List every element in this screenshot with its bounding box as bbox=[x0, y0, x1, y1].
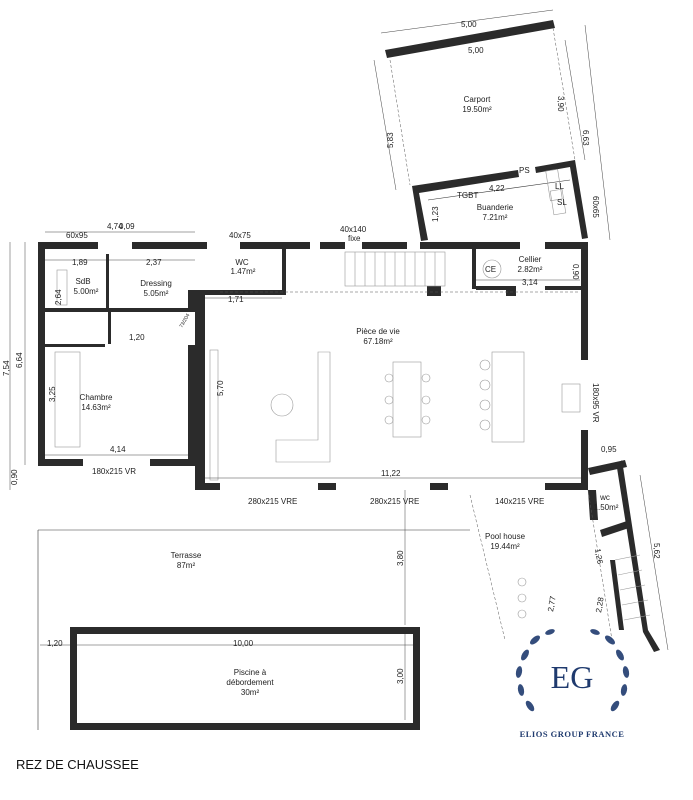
room-dressing-name: Dressing bbox=[140, 279, 172, 288]
dim-sdb-width: 1,89 bbox=[72, 258, 88, 267]
room-sdb-name: SdB bbox=[75, 277, 90, 286]
dim-window-40x75: 40x75 bbox=[229, 231, 251, 240]
room-labels: Carport 19.50m² Buanderie 7.21m² SdB 5.0… bbox=[74, 95, 619, 697]
house-walls bbox=[38, 242, 588, 490]
fixture-ps: PS bbox=[519, 166, 530, 175]
dim-cellier-width: 3,14 bbox=[522, 278, 538, 287]
room-piscine-name2: débordement bbox=[226, 678, 274, 687]
dim-pool-depth: 3,00 bbox=[396, 668, 405, 684]
room-chambre-area: 14.63m² bbox=[81, 403, 111, 412]
fixture-ce: CE bbox=[485, 265, 496, 274]
living-furniture bbox=[54, 259, 581, 481]
fixture-labels: TGBT PS LL SL CE bbox=[457, 166, 567, 274]
company-logo: EG ELIOS GROUP FRANCE bbox=[515, 629, 630, 739]
dim-living-width: 11,22 bbox=[381, 469, 401, 478]
room-living-area: 67.18m² bbox=[363, 337, 393, 346]
dim-pool-house-b: 2,28 bbox=[594, 596, 606, 613]
dim-carport-top-inner: 5,00 bbox=[468, 46, 484, 55]
room-carport-area: 19.50m² bbox=[462, 105, 492, 114]
dim-pool-house-a: 2,77 bbox=[546, 595, 558, 612]
dim-carport-right-outer: 6,63 bbox=[581, 130, 590, 146]
room-wc1-area: 1.47m² bbox=[231, 267, 256, 276]
room-cellier-area: 2.82m² bbox=[518, 265, 543, 274]
room-wc2-area: 1.50m² bbox=[594, 503, 619, 512]
dim-living-depth: 5,70 bbox=[216, 380, 225, 396]
dim-wc-width: 1,71 bbox=[228, 295, 244, 304]
dim-chambre-width: 4,14 bbox=[110, 445, 126, 454]
logo-company-name: ELIOS GROUP FRANCE bbox=[520, 729, 625, 739]
dim-left-inner: 6,64 bbox=[15, 352, 24, 368]
staircase bbox=[220, 251, 580, 293]
dim-carport-right-inner: 3,90 bbox=[556, 96, 565, 112]
dimension-labels: 5,00 5,00 3,90 6,63 5,83 4,22 1,23 60x65… bbox=[2, 20, 661, 684]
carport-structure bbox=[373, 9, 611, 241]
dim-door-width: 73/204 bbox=[179, 313, 192, 329]
fixture-ll: LL bbox=[555, 182, 564, 191]
room-cellier-name: Cellier bbox=[519, 255, 542, 264]
room-dressing-area: 5.05m² bbox=[144, 289, 169, 298]
dim-window-60x65: 60x65 bbox=[591, 196, 600, 218]
dim-top-left-width2: 0,09 bbox=[119, 222, 135, 231]
dim-pool-width: 10,00 bbox=[233, 639, 254, 648]
dim-bay-280x215-a: 280x215 VRE bbox=[248, 497, 297, 506]
dim-cellier-depth: 0,90 bbox=[571, 264, 580, 280]
dim-window-60x95: 60x95 bbox=[66, 231, 88, 240]
room-buanderie-area: 7.21m² bbox=[483, 213, 508, 222]
room-chambre-name: Chambre bbox=[80, 393, 113, 402]
room-poolhouse-name: Pool house bbox=[485, 532, 526, 541]
dim-bay-180x215: 180x215 VR bbox=[92, 467, 136, 476]
dim-bottom-left: 0,90 bbox=[10, 469, 19, 485]
room-buanderie-name: Buanderie bbox=[477, 203, 514, 212]
dim-terrasse-depth: 3,80 bbox=[396, 550, 405, 566]
fixture-sl: SL bbox=[557, 198, 567, 207]
dim-chambre-depth: 3,25 bbox=[48, 386, 57, 402]
dim-left-outer: 7,54 bbox=[2, 360, 11, 376]
room-wc2-name: wc bbox=[599, 493, 610, 502]
dim-dressing-width: 2,37 bbox=[146, 258, 162, 267]
dim-bay-140x215: 140x215 VRE bbox=[495, 497, 544, 506]
room-terrasse-name: Terrasse bbox=[171, 551, 202, 560]
room-poolhouse-area: 19.44m² bbox=[490, 542, 520, 551]
room-piscine-name: Piscine à bbox=[234, 668, 267, 677]
room-carport-name: Carport bbox=[464, 95, 491, 104]
dim-carport-left: 5,83 bbox=[386, 132, 395, 148]
room-sdb-area: 5.00m² bbox=[74, 287, 99, 296]
dim-bay-280x215-b: 280x215 VRE bbox=[370, 497, 419, 506]
pool-house-walls bbox=[469, 460, 669, 652]
room-living-name: Pièce de vie bbox=[356, 327, 400, 336]
dim-buanderie-depth: 1,23 bbox=[431, 206, 440, 222]
room-piscine-area: 30m² bbox=[241, 688, 260, 697]
dim-window-40x140: 40x140 bbox=[340, 225, 367, 234]
floor-title: REZ DE CHAUSSEE bbox=[16, 757, 139, 772]
logo-monogram: EG bbox=[551, 659, 594, 695]
dim-pool-house-depth: 5,62 bbox=[652, 543, 661, 559]
dimension-lines bbox=[9, 231, 581, 490]
dim-fixe: fixe bbox=[348, 234, 361, 243]
dim-buanderie-width: 4,22 bbox=[489, 184, 505, 193]
fixture-tgbt: TGBT bbox=[457, 191, 478, 200]
room-wc1-name: WC bbox=[235, 258, 249, 267]
dim-dressing-depth: 1,20 bbox=[129, 333, 145, 342]
pool bbox=[40, 627, 420, 730]
dim-carport-top-outer: 5,00 bbox=[461, 20, 477, 29]
room-terrasse-area: 87m² bbox=[177, 561, 196, 570]
dim-window-180x95: 180x95 VR bbox=[591, 383, 600, 423]
dim-pool-margin: 1,20 bbox=[47, 639, 63, 648]
dim-pool-house-inner: 1,26 bbox=[593, 548, 605, 565]
dim-sdb-depth: 2,64 bbox=[54, 289, 63, 305]
buanderie-walls bbox=[412, 160, 588, 241]
dim-top-left-width: 4,74 bbox=[107, 222, 123, 231]
terrasse-outline bbox=[37, 490, 470, 730]
dim-pool-house-gap: 0,95 bbox=[601, 445, 617, 454]
